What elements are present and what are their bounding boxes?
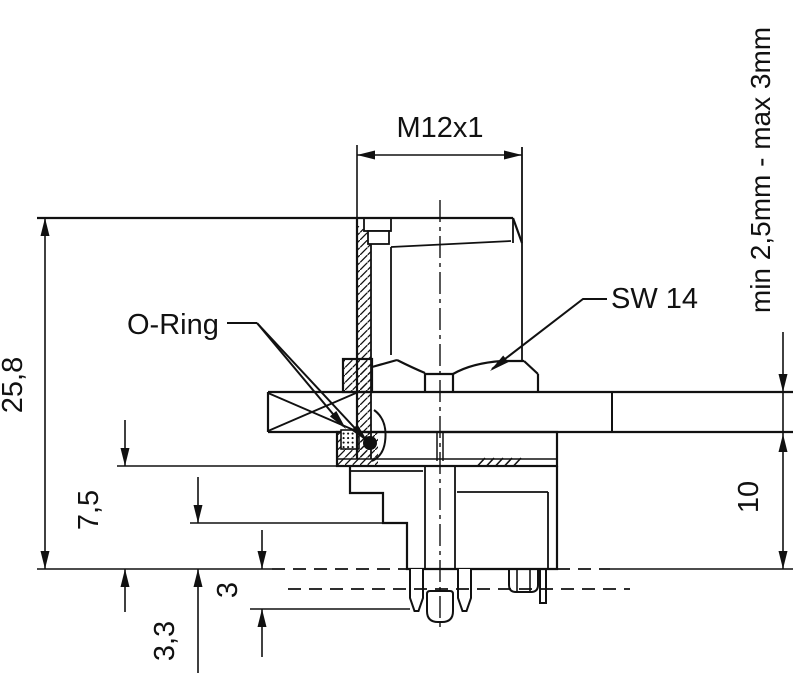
hex-nut — [341, 357, 540, 394]
sw14-leader — [491, 298, 607, 370]
shell-step — [363, 217, 392, 232]
pin-right — [457, 569, 472, 612]
leader-lines — [227, 298, 607, 440]
shell-wall — [355, 217, 392, 459]
pin-thin — [539, 569, 547, 604]
dimension-arrows — [40, 150, 788, 627]
shell-step — [367, 230, 390, 245]
shell-flange-section — [341, 357, 374, 394]
rolled-edge — [371, 409, 387, 462]
thread-size-label: M12x1 — [396, 112, 483, 144]
panel-thickness-label: min 2,5mm - max 3mm — [745, 27, 776, 313]
dim-depth-below-panel: 10 — [733, 481, 765, 513]
dim-rear-height: 7,5 — [73, 490, 105, 530]
ground-clip — [508, 569, 539, 593]
o-ring-leader-b — [256, 322, 366, 440]
pin-left — [409, 569, 424, 612]
thread-barrel — [37, 147, 524, 361]
dim-overall-height: 25,8 — [0, 357, 29, 413]
wrench-size-label: SW 14 — [611, 283, 698, 315]
gasket-section — [341, 430, 359, 449]
dim-step-height: 3,3 — [149, 621, 181, 661]
o-ring-leader-a — [256, 322, 344, 427]
serration-ticks — [477, 457, 522, 467]
connector-body — [348, 466, 559, 571]
dim-pin-protrusion: 3 — [212, 582, 244, 598]
panel-break-cross — [267, 392, 357, 432]
leader-arrows — [329, 355, 509, 442]
o-ring-label: O-Ring — [127, 309, 219, 341]
